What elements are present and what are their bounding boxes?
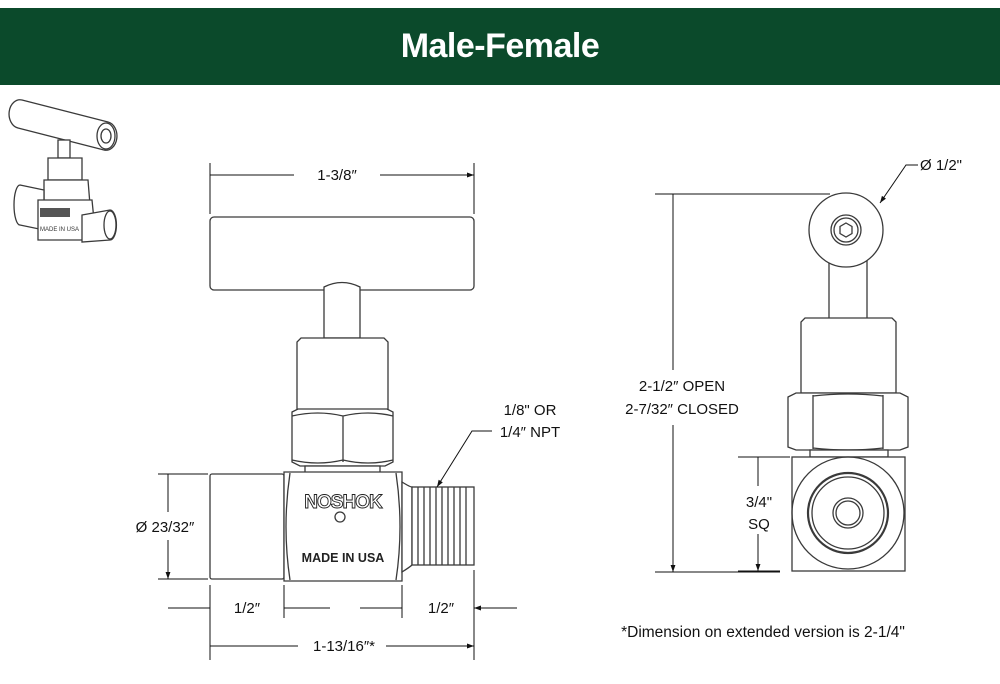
page-title: Male-Female bbox=[400, 27, 600, 65]
noshok-logo: NOSHOK bbox=[304, 492, 383, 513]
dim-overall-length: 1-13/16″* bbox=[313, 638, 375, 655]
dim-male-length: 1/2″ bbox=[428, 600, 455, 617]
dim-handle-width: 1-3/8″ bbox=[317, 167, 357, 184]
dim-port-diameter: Ø 23/32″ bbox=[136, 519, 195, 536]
side-view: 2-1/2″ OPEN 2-7/32″ CLOSED 3/4" SQ Ø 1/2… bbox=[625, 157, 962, 572]
female-port bbox=[209, 473, 285, 580]
dim-handle-diameter: Ø 1/2" bbox=[920, 157, 962, 174]
valve-body bbox=[283, 471, 403, 582]
dim-female-length: 1/2″ bbox=[234, 600, 261, 617]
handle-end bbox=[808, 192, 884, 268]
footnote: *Dimension on extended version is 2-1/4" bbox=[621, 624, 905, 641]
side-stem bbox=[828, 257, 868, 320]
side-bonnet bbox=[800, 317, 897, 394]
male-thread bbox=[411, 486, 475, 566]
thread-spec-line2: 1/4″ NPT bbox=[500, 424, 560, 441]
thumbnail-marking: MADE IN USA bbox=[40, 227, 79, 233]
dim-height-open: 2-1/2″ OPEN bbox=[639, 378, 725, 395]
stem bbox=[323, 281, 361, 339]
isometric-valve-illustration: MADE IN USA bbox=[8, 99, 118, 243]
title-banner: Male-Female bbox=[0, 8, 1000, 85]
dim-body-size-line2: SQ bbox=[748, 516, 770, 533]
dim-body-size-line1: 3/4" bbox=[746, 494, 772, 511]
t-handle bbox=[209, 216, 475, 291]
side-hex-nut bbox=[787, 392, 909, 451]
front-view: NOSHOK MADE IN USA 1-3/8″ Ø 23/32″ 1/2″ … bbox=[133, 163, 560, 660]
body-marking: MADE IN USA bbox=[302, 551, 385, 565]
thread-spec-line1: 1/8" OR bbox=[504, 402, 557, 419]
bonnet bbox=[296, 337, 389, 411]
dim-height-closed: 2-7/32″ CLOSED bbox=[625, 401, 739, 418]
